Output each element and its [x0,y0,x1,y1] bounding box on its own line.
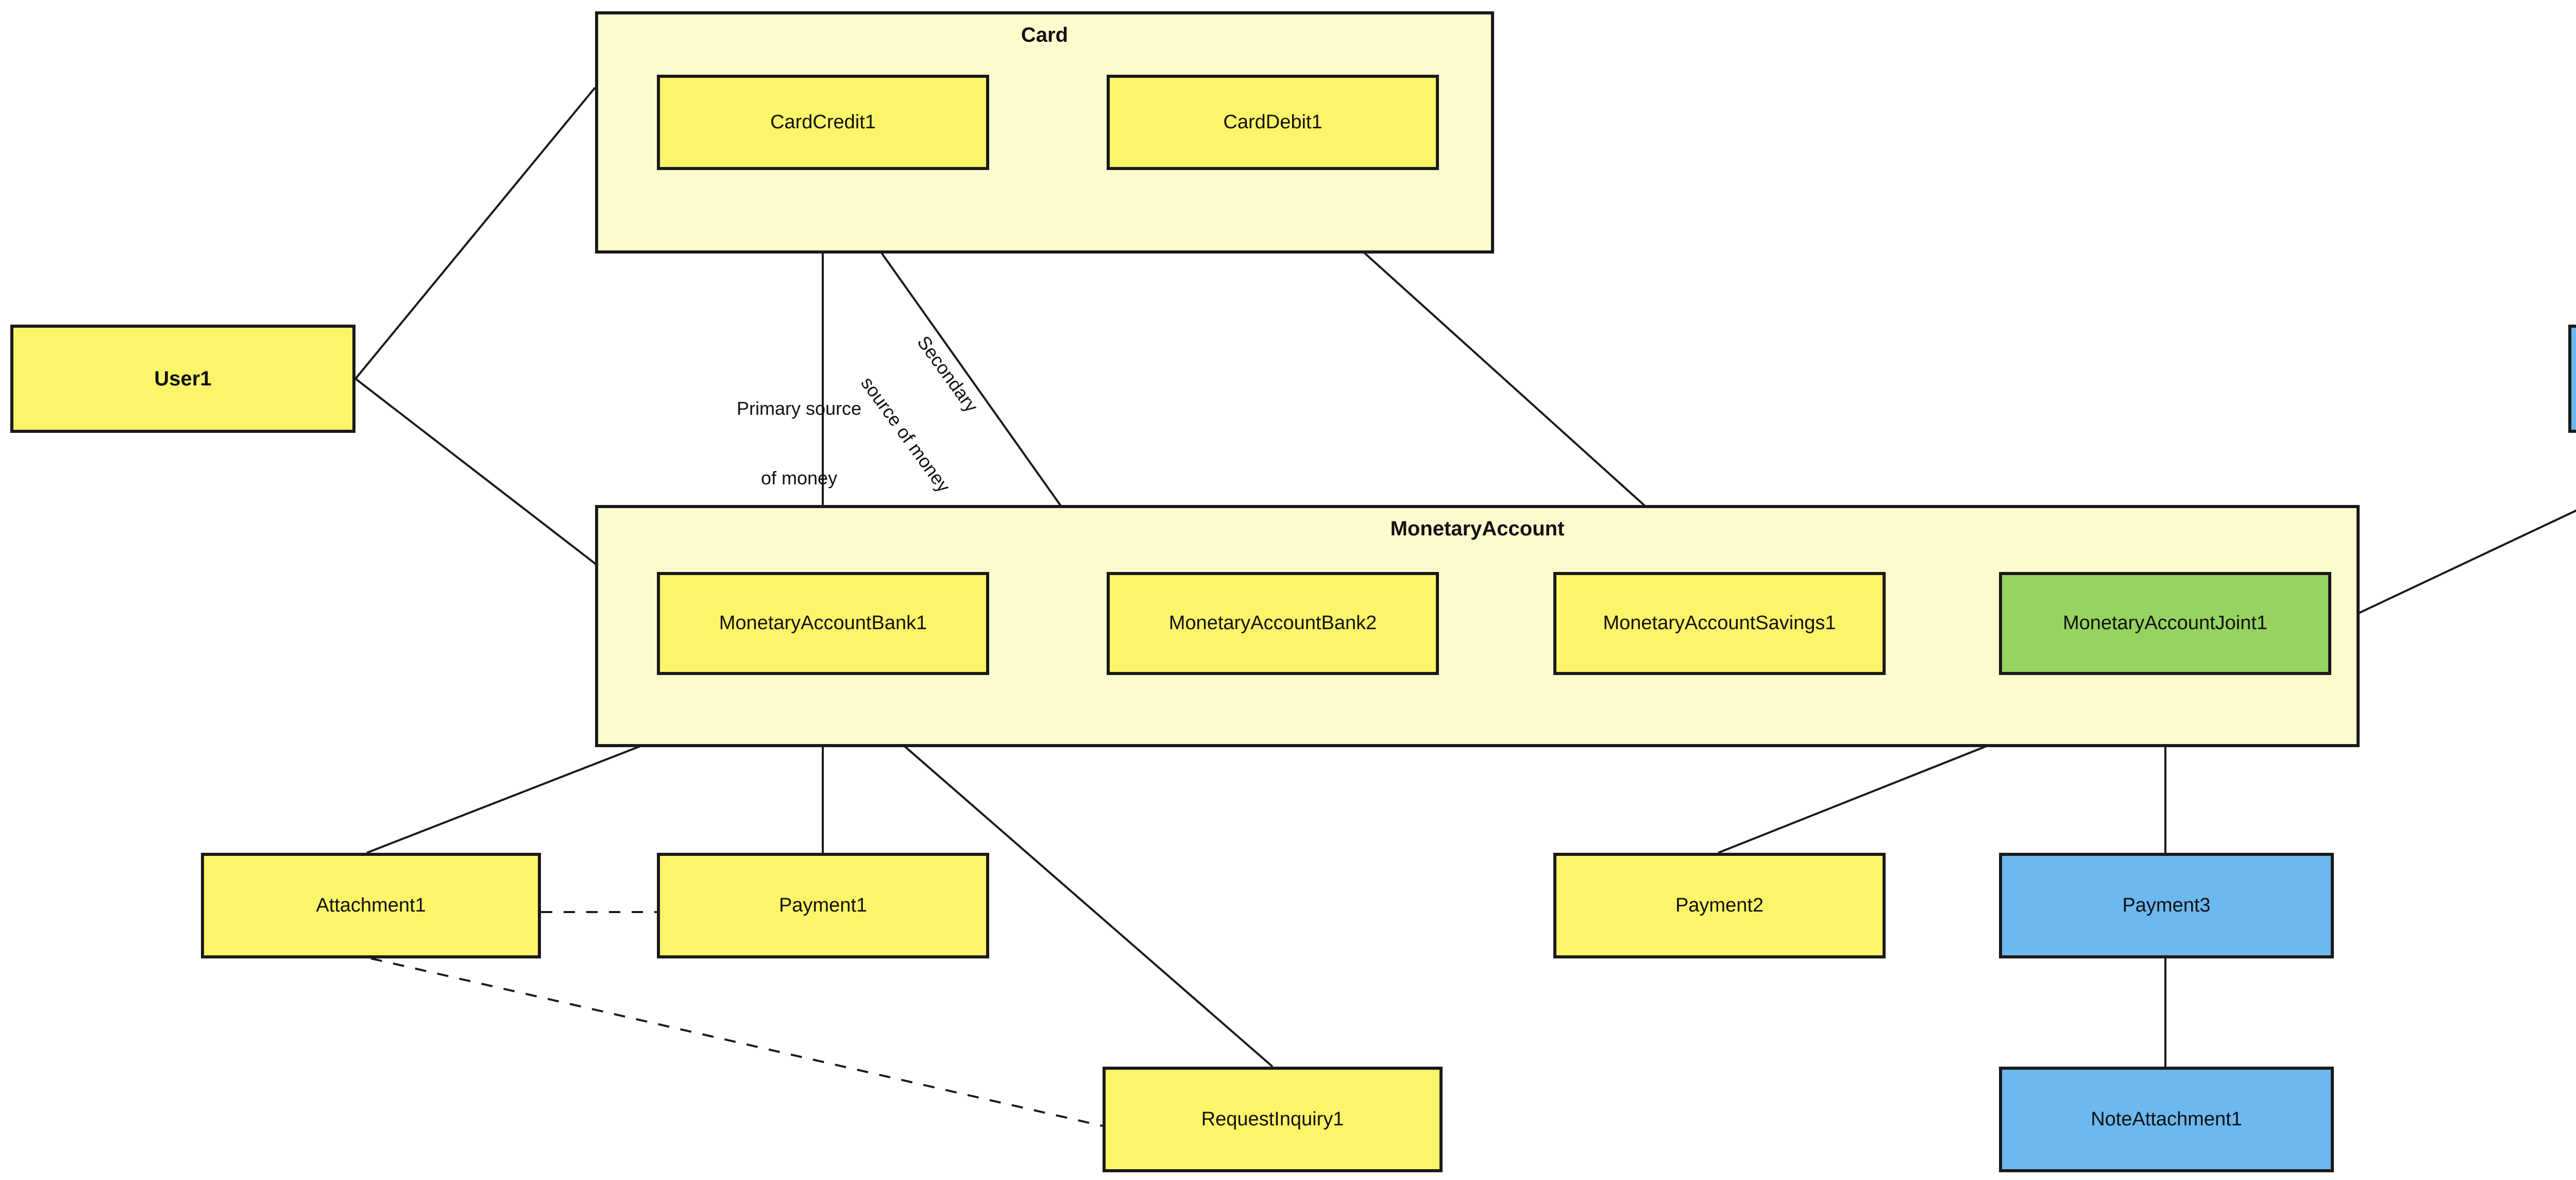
node-cardcredit1[interactable]: CardCredit1 [657,75,989,170]
node-monetaryaccountsavings1[interactable]: MonetaryAccountSavings1 [1553,572,1886,675]
group-monetaryaccount-title: MonetaryAccount [1390,517,1565,540]
edge-user1-card [354,87,596,380]
node-payment1-label: Payment1 [778,894,868,916]
node-user2[interactable]: User2 [2568,325,2576,433]
node-payment2-label: Payment2 [1675,894,1764,916]
node-carddebit1-label: CardDebit1 [1223,111,1323,133]
node-cardcredit1-label: CardCredit1 [770,111,876,133]
edge-user2-monetaryaccountjoint1 [2331,509,2576,627]
edge-attachment1-requestinquiry1 [370,957,1103,1127]
node-payment2[interactable]: Payment2 [1553,853,1886,958]
node-user1-label: User1 [154,367,212,390]
node-payment1[interactable]: Payment1 [657,853,989,958]
edge-label-secondary-source-line1: Secondary [913,332,982,416]
node-monetaryaccountjoint1-label: MonetaryAccountJoint1 [2062,612,2268,634]
edge-label-secondary-source-line2: source of money [857,373,955,496]
node-carddebit1[interactable]: CardDebit1 [1107,75,1439,170]
group-card-title: Card [1021,24,1069,46]
node-payment3[interactable]: Payment3 [1999,853,2334,958]
edge-label-primary-source-line1: Primary source [737,398,862,419]
node-requestinquiry1-label: RequestInquiry1 [1201,1108,1344,1130]
node-user1[interactable]: User1 [10,325,355,433]
node-monetaryaccountsavings1-label: MonetaryAccountSavings1 [1603,612,1836,634]
node-attachment1[interactable]: Attachment1 [201,853,541,958]
edge-label-primary-source-line2: of money [760,467,838,488]
node-monetaryaccountbank2-label: MonetaryAccountBank2 [1168,612,1377,634]
node-noteattachment1[interactable]: NoteAttachment1 [1999,1067,2334,1172]
node-requestinquiry1[interactable]: RequestInquiry1 [1103,1067,1443,1172]
node-monetaryaccountbank1-label: MonetaryAccountBank1 [719,612,927,634]
node-payment3-label: Payment3 [2122,894,2211,916]
node-attachment1-label: Attachment1 [316,894,426,916]
node-monetaryaccountbank2[interactable]: MonetaryAccountBank2 [1107,572,1439,675]
node-noteattachment1-label: NoteAttachment1 [2091,1108,2242,1130]
node-monetaryaccountjoint1[interactable]: MonetaryAccountJoint1 [1999,572,2331,675]
edge-label-primary-source: Primary source of money [737,350,861,536]
node-monetaryaccountbank1[interactable]: MonetaryAccountBank1 [657,572,989,675]
